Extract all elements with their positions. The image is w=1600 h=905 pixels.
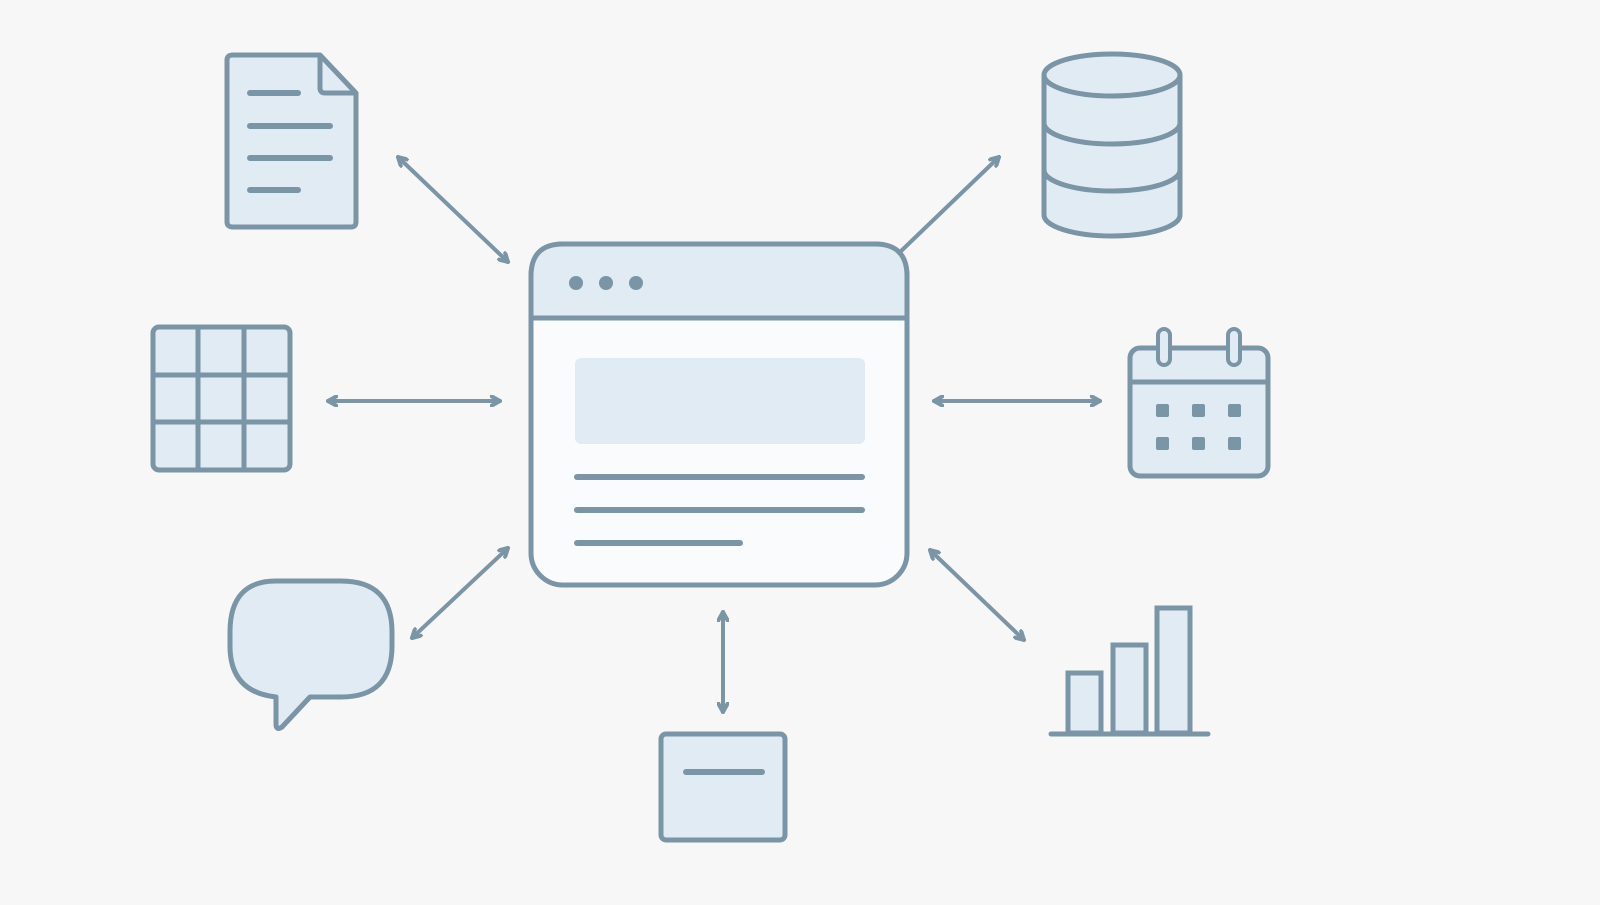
chat-bubble-shape [227,578,395,731]
window-dot-1 [569,276,583,290]
document-icon [224,52,359,230]
document-page [224,52,359,230]
browser-title-bar [528,241,910,321]
chart-bar [1110,642,1149,736]
chat-bubble-icon [227,578,395,731]
browser-content-block [575,358,865,444]
calendar-day [1192,437,1205,450]
database-body [1041,75,1183,239]
connectors [326,155,1102,714]
window-dot-3 [629,276,643,290]
arrow-hub-database [897,155,1001,255]
bar-chart-icon [1048,605,1211,737]
calendar-ring [1156,327,1172,367]
database-top [1041,51,1183,99]
arrow-document-hub [396,155,510,264]
calendar-icon [1127,327,1271,479]
chart-bar [1154,605,1193,736]
database-ring [1041,169,1183,194]
browser-window [528,241,910,588]
calendar-day [1156,404,1169,417]
calendar-day [1228,404,1241,417]
database-icon [1041,51,1183,239]
arrow-chat-hub [410,546,510,640]
window-panel-icon [658,731,788,843]
panel-frame [658,731,788,843]
chart-bar [1065,670,1104,736]
arrow-hub-chart [928,548,1026,642]
database-ring [1041,122,1183,147]
calendar-day [1156,437,1169,450]
calendar-ring [1226,327,1242,367]
calendar-day [1192,404,1205,417]
window-dot-2 [599,276,613,290]
grid-table-icon [150,324,293,473]
calendar-day [1228,437,1241,450]
grid-frame [150,324,293,473]
document-fold [317,55,356,96]
